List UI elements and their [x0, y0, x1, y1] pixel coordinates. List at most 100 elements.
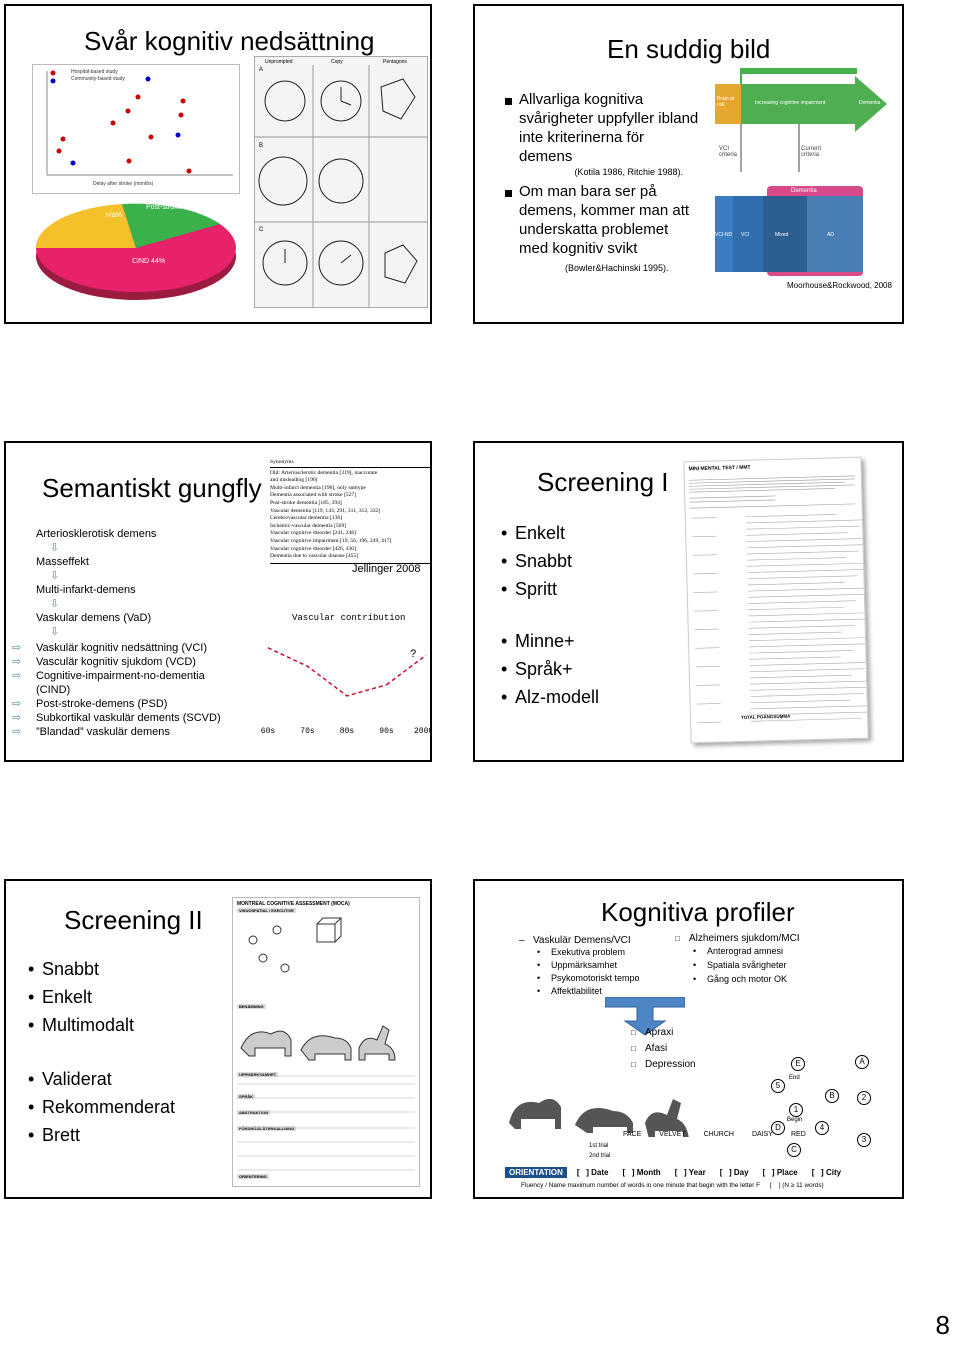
orientation-item: [ ] Day	[719, 1168, 749, 1177]
vcd-heading: –Vaskulär Demens/VCI	[519, 935, 631, 946]
scatter-figure: Hospital-based study Community-based stu…	[32, 64, 240, 194]
synonym-row: Vascular cognitive disorder [426, 430]	[270, 545, 356, 552]
ad-list: Anterograd amnesi Spatiala svårigheter G…	[693, 944, 800, 986]
mmt-form-image: MINI MENTAL TEST / MMT TOTAL POÄNGSUMMA	[683, 456, 890, 744]
citation: (Bowler&Hachinski 1995).	[565, 263, 669, 273]
terminology-chain: Arteriosklerotisk demens ⇩ Masseffekt ⇩ …	[36, 527, 266, 639]
bullets-primary: Enkelt Snabbt Spritt	[501, 519, 572, 603]
synonyms-list: Old: Arteriosclerotic dementia [319], in…	[270, 469, 430, 561]
square-icon: □	[675, 934, 680, 943]
bullets-primary: Snabbt Enkelt Multimodalt	[28, 955, 134, 1039]
orientation-item: [ ] Year	[674, 1168, 706, 1177]
memory-word: RED	[790, 1131, 806, 1138]
bullet-item: Språk+	[501, 655, 599, 683]
current-criteria: Current criteria	[801, 146, 822, 158]
scatter-plot	[46, 70, 233, 176]
trail-node: D	[771, 1121, 785, 1135]
moca-section-label: SPRÅK	[237, 1094, 256, 1099]
square-icon: □	[631, 1044, 636, 1053]
right-arrow-icon: ⇨	[12, 698, 22, 710]
down-arrow-icon: ⇩	[50, 542, 60, 554]
bullet-item: Rekommenderat	[28, 1093, 175, 1121]
moca-section-label: VISUOSPATIAL / EXECUTIVE	[237, 908, 296, 913]
slide-suddig-bild: En suddig bild Allvarliga kognitiva svår…	[473, 4, 904, 324]
trial-labels: 1st trial 2nd trial	[589, 1141, 610, 1161]
bullets-secondary: Validerat Rekommenderat Brett	[28, 1065, 175, 1149]
x-tick-label: 2000s	[414, 727, 432, 735]
synonym-row: Dementia associated with stroke [527]	[270, 492, 357, 499]
legend-hospital: Hospital-based study	[71, 69, 118, 75]
pie-label-other: n/a%	[106, 212, 122, 219]
orientation-item: [ ] Date	[576, 1168, 609, 1177]
slide-title: Screening I	[537, 467, 669, 497]
memory-word: FACE	[623, 1131, 642, 1138]
x-tick-label: 90s	[379, 727, 394, 735]
page-number: 8	[935, 1310, 950, 1340]
series-line	[267, 647, 387, 697]
mmt-form-lines	[688, 475, 890, 724]
box-vci: VCI	[741, 232, 750, 238]
box-ad: AD	[827, 232, 834, 238]
synonym-row: Old: Arteriosclerotic dementia [319], in…	[270, 469, 378, 476]
chain-item: Multi-infarkt-demens	[36, 584, 136, 596]
slide-semantiskt-gungfly: Semantiskt gungfly Arteriosklerotisk dem…	[4, 441, 432, 762]
moca-section-label: BENÄMNING	[237, 1004, 266, 1009]
synonym-row: Vascular cognitive impairment [19, 56, 1…	[270, 537, 392, 544]
trail-node: 5	[771, 1079, 785, 1093]
trail-node: E	[791, 1057, 805, 1071]
down-arrow-icon: ⇩	[50, 598, 60, 610]
trial-label: 2nd trial	[589, 1153, 611, 1159]
trail-node: C	[787, 1143, 801, 1157]
source-citation: Jellinger 2008	[352, 563, 421, 575]
dash-icon: –	[519, 935, 525, 946]
panel-header-copy: Copy	[331, 59, 343, 65]
moca-form-image: MONTREAL COGNITIVE ASSESSMENT (MOCA) VIS…	[232, 897, 420, 1187]
panel-header-unprompted: Unprompted	[265, 59, 293, 65]
synonym-row: Ischemic-vascular dementia [569]	[270, 522, 347, 529]
legend-community: Community-based study	[71, 76, 125, 82]
pie-slice-green	[122, 203, 220, 248]
pie-chart	[35, 203, 236, 300]
clock-drawings	[255, 65, 427, 307]
bullet-item: Enkelt	[501, 519, 572, 547]
bullet-item: Minne+	[501, 627, 599, 655]
x-tick-label: 80s	[340, 727, 355, 735]
synonyms-table: Synonyms Old: Arteriosclerotic dementia …	[270, 459, 430, 564]
stage-dementia: Dementia	[859, 100, 881, 106]
vcd-profile: –Vaskulär Demens/VCI Exekutiva problem U…	[519, 935, 640, 998]
bullet-item: Om man bara ser på demens, kommer man at…	[505, 182, 701, 274]
bullet-item: Snabbt	[28, 955, 134, 983]
clock-drawing-figure: Unprompted Copy Pentagons A B C	[254, 56, 428, 308]
bullet-item: Multimodalt	[28, 1011, 134, 1039]
ad-heading: □Alzheimers sjukdom/MCI	[675, 933, 800, 944]
slide-kognitiva-profiler: Kognitiva profiler –Vaskulär Demens/VCI …	[473, 879, 904, 1199]
right-arrow-icon: ⇨	[12, 726, 22, 738]
pie-slice-yellow	[35, 204, 136, 248]
box-vci-nd: VCI-ND	[715, 232, 733, 238]
trail-node: 2	[857, 1091, 871, 1105]
trail-node: 3	[857, 1133, 871, 1147]
trail-label: End	[789, 1075, 800, 1081]
vcd-item: Exekutiva problem	[537, 946, 640, 959]
moca-section-label: ORIENTERING	[237, 1174, 269, 1179]
vcd-item: Uppmärksamhet	[537, 959, 640, 972]
moca-section-label: FÖRDRÖJD ÅTERKALLNING	[237, 1126, 297, 1131]
bullet-item: Snabbt	[501, 547, 572, 575]
synonyms-header: Synonyms	[270, 459, 430, 468]
moca-section-label: ABSTRAKTION	[237, 1110, 271, 1115]
panel-letter-a: A	[259, 67, 264, 73]
trail-node: A	[855, 1055, 869, 1069]
stage-increasing: Increasing cognitive impairment	[755, 100, 826, 106]
trail-label: Begin	[787, 1117, 803, 1123]
bullet-item: Spritt	[501, 575, 572, 603]
vci-criteria: VCI criteria	[719, 146, 738, 158]
x-tick-label: 60s	[261, 727, 276, 735]
slide-screening-2: Screening II Snabbt Enkelt Multimodalt V…	[4, 879, 432, 1199]
chart-title: Vascular contribution	[292, 613, 406, 623]
square-icon: □	[631, 1060, 636, 1069]
trial-label: 1st trial	[589, 1143, 609, 1149]
bullet-item: Enkelt	[28, 983, 134, 1011]
slide-svar-kognitiv: Svår kognitiv nedsättning Hospital-based…	[4, 4, 432, 324]
orientation-row: ORIENTATION [ ] Date[ ] Month[ ] Year[ ]…	[505, 1167, 901, 1178]
vascular-contribution-chart: 60s70s80s90s2000s	[261, 647, 432, 735]
